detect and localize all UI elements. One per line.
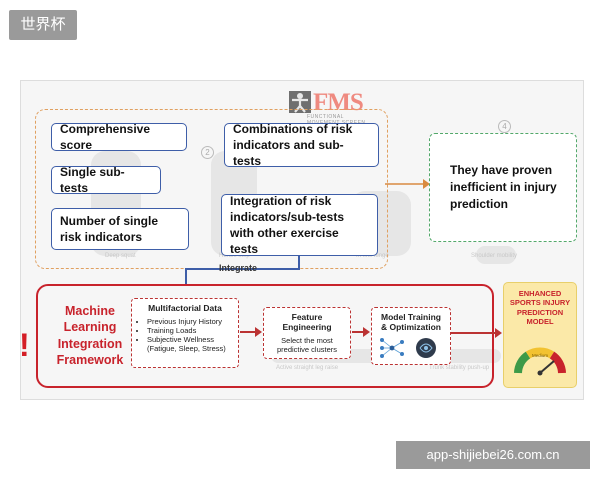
multifactorial-item: Training Loads [147, 326, 232, 335]
combinations-box: Combinations of risk indicators and sub-… [224, 122, 379, 168]
bg-figure-shoulder [476, 246, 516, 264]
neural-network-icon [380, 338, 436, 358]
gauge-medium-label: Medium [532, 353, 548, 358]
arrow-to-proven [385, 179, 430, 189]
multifactorial-list: Previous Injury History Training Loads S… [138, 317, 232, 353]
integrate-label: Integrate [219, 263, 258, 273]
alert-icon: ! [19, 327, 30, 363]
feature-engineering-body: Select the most predictive clusters [276, 336, 338, 354]
fms-logo-figure-icon [289, 91, 311, 113]
model-training-heading: Model Training & Optimization [381, 312, 441, 332]
arrow-to-feature-engineering [240, 327, 262, 337]
fms-logo-text: FMS [313, 89, 364, 116]
integrate-connector-up [298, 256, 300, 270]
caption-hurdle-step: Hurdle step [219, 253, 250, 259]
comprehensive-score-box: Comprehensive score [51, 122, 187, 152]
caption-aslr: Active straight leg raise [276, 365, 339, 371]
multifactorial-item: Subjective Wellness (Fatigue, Sleep, Str… [147, 335, 232, 353]
enhanced-model-title: ENHANCED SPORTS INJURY PREDICTION MODEL [509, 289, 571, 327]
ml-framework-frame [36, 284, 494, 388]
integrate-connector-down [185, 268, 187, 285]
enhanced-model-box: ENHANCED SPORTS INJURY PREDICTION MODEL … [503, 282, 577, 388]
multifactorial-item: Previous Injury History [147, 317, 232, 326]
integrate-connector-horizontal [185, 268, 300, 270]
feature-engineering-box: Feature Engineering Select the most pred… [263, 307, 351, 359]
step-number-circle: 2 [201, 146, 214, 159]
multifactorial-heading: Multifactorial Data [148, 303, 222, 313]
watermark-top-left: 世界杯 [9, 10, 77, 40]
fms-ml-diagram: Deep squat Hurdle step In-line lunge Sho… [19, 80, 584, 400]
watermark-bottom-right: app-shijiebei26.com.cn [396, 441, 590, 469]
arrow-to-result [451, 328, 502, 338]
step-number-circle-4: 4 [498, 120, 511, 133]
feature-engineering-heading: Feature Engineering [282, 312, 332, 332]
arrow-to-model-training [352, 327, 370, 337]
single-subtests-box: Single sub-tests [51, 165, 161, 195]
multifactorial-data-box: Multifactorial Data Previous Injury Hist… [131, 298, 239, 368]
proven-inefficient-text: They have proven inefficient in injury p… [450, 163, 557, 211]
model-training-box: Model Training & Optimization [371, 307, 451, 365]
risk-gauge-icon: Medium [514, 347, 566, 376]
caption-deep-squat: Deep squat [105, 253, 136, 259]
proven-inefficient-box: 4 They have proven inefficient in injury… [429, 120, 577, 242]
number-single-risk-box: Number of single risk indicators [51, 208, 189, 250]
caption-trunk-stability: Trunk stability push-up [429, 365, 490, 371]
ml-framework-title: Machine Learning Integration Framework [56, 304, 124, 367]
integration-box: Integration of risk indicators/sub-tests… [221, 194, 378, 256]
caption-inline-lunge: In-line lunge [356, 253, 389, 259]
caption-shoulder-mobility: Shoulder mobility [471, 253, 518, 259]
